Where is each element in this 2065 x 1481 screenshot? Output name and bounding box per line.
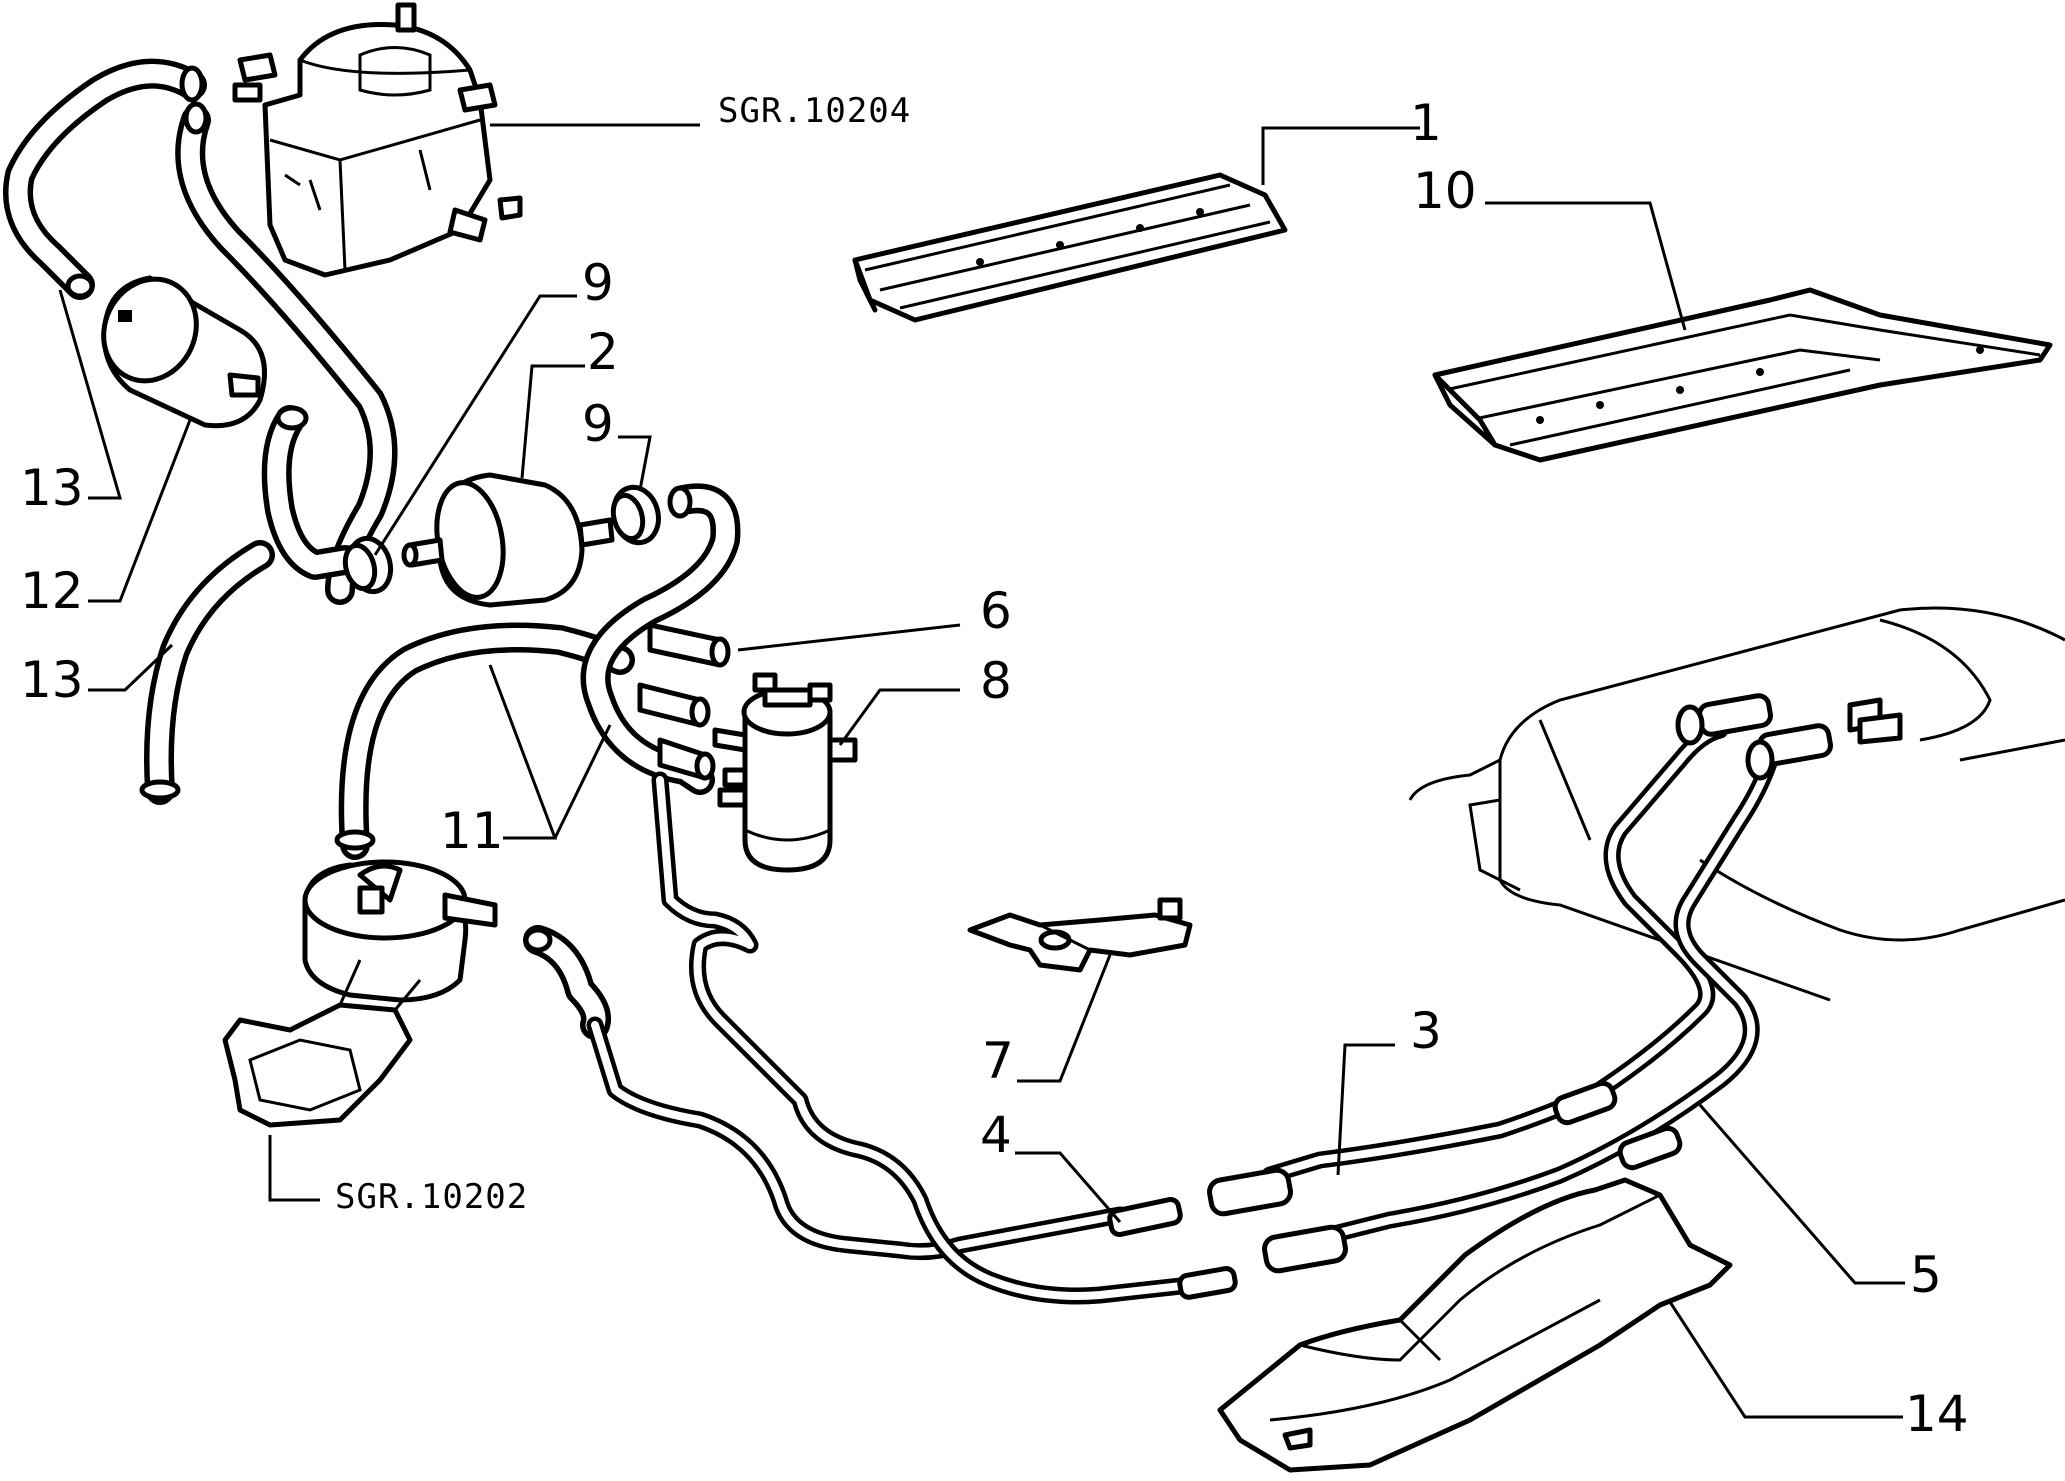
fuel-pump-ref-label: SGR.10202: [335, 1177, 528, 1217]
callout-13-bottom: 13: [20, 651, 84, 709]
heat-shield-14: [1217, 1177, 1733, 1473]
callout-10: 10: [1413, 162, 1477, 220]
callout-1: 1: [1410, 94, 1442, 152]
leader-11: [488, 664, 612, 840]
clamp-9-left: [342, 535, 394, 595]
callout-4: 4: [980, 1106, 1012, 1164]
leader-7: [1017, 954, 1112, 1083]
carburettor: [232, 2, 523, 278]
leader-1: [1261, 126, 1420, 185]
fuel-pipe-supply: [1321, 751, 1779, 1244]
leader-13-bottom: [88, 643, 174, 692]
hose-11-arch: [334, 622, 635, 860]
bracket-7: [967, 897, 1193, 973]
leader-3: [1336, 1043, 1395, 1176]
hose-loop: [261, 405, 360, 580]
leader-13-top: [58, 289, 122, 500]
fuel-pipe-return: [1261, 721, 1729, 1184]
leader-8: [838, 688, 960, 746]
fuel-filter-2: [401, 472, 615, 608]
floor-rail-1: [852, 172, 1288, 323]
callout-13-top: 13: [20, 459, 84, 517]
callout-labels: 1 10 9 2 9 13 12 13 6 8 11 7 3 4 5 14: [20, 94, 1969, 1443]
hose-13-upper: [3, 58, 207, 300]
leader-4: [1015, 1151, 1122, 1223]
callout-9-left: 9: [582, 254, 614, 312]
leader-5: [1698, 1104, 1905, 1285]
callout-12: 12: [20, 562, 84, 620]
valve-8: [712, 672, 858, 873]
hose-pump-outlet: [523, 925, 611, 1040]
leader-12: [88, 419, 192, 603]
fuel-pump-leader: [268, 1135, 320, 1202]
pipe-joints: [1107, 693, 1903, 1300]
hose-carb-to-clamp: [175, 101, 398, 605]
fuel-tank: [1408, 606, 2065, 1002]
hose-11-s: [580, 483, 741, 795]
fuel-pump: [222, 859, 498, 1128]
carburettor-ref-label: SGR.10204: [718, 91, 911, 131]
callout-2: 2: [587, 323, 619, 381]
leader-6: [737, 623, 961, 652]
callout-3: 3: [1410, 1002, 1442, 1060]
callout-5: 5: [1910, 1246, 1942, 1304]
callout-14: 14: [1905, 1385, 1969, 1443]
fuel-pipe-a: [586, 1016, 1129, 1261]
fuel-pipe-b: [651, 771, 1199, 1305]
leader-9-left: [373, 294, 577, 556]
floor-rail-10: [1432, 287, 2053, 463]
leader-9-right: [618, 435, 652, 491]
callout-7: 7: [982, 1032, 1014, 1090]
leader-10: [1485, 201, 1687, 331]
leader-14: [1668, 1301, 1903, 1419]
callout-8: 8: [980, 652, 1012, 710]
callout-9-right: 9: [582, 395, 614, 453]
fuel-filter-12: [101, 275, 267, 429]
callout-6: 6: [980, 582, 1012, 640]
callout-11: 11: [440, 802, 504, 860]
hose-13-lower: [139, 540, 275, 805]
connector-6: [637, 622, 731, 781]
clamp-9-right: [610, 484, 661, 546]
leader-lines: [58, 126, 1905, 1419]
leader-2: [520, 364, 585, 479]
